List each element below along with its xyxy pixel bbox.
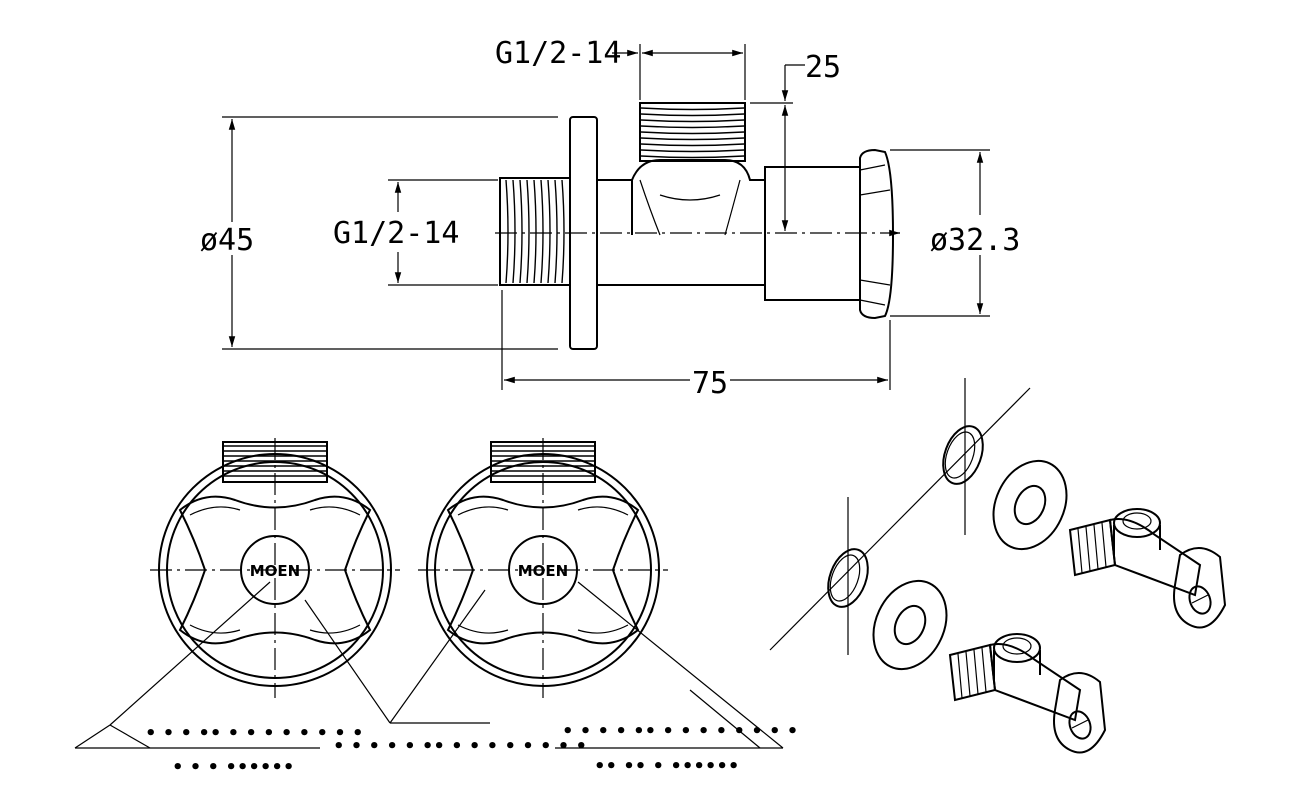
dim-overall-length: 75 — [692, 366, 728, 401]
front-view-right — [418, 438, 668, 698]
inlet-thread — [499, 177, 571, 286]
front-view-left — [150, 438, 400, 698]
dim-flange-diameter: ø45 — [200, 223, 254, 258]
dim-handle-diameter: ø32.3 — [930, 223, 1020, 258]
callout-right-3: •• •• • •••••• — [594, 756, 739, 777]
isometric-view — [769, 378, 1227, 754]
handle-logo-right: MOEN — [518, 562, 568, 580]
callout-left-2: • • • •••••• — [172, 757, 294, 778]
callout-right-2: • • • • • •• • • • • • • • • — [333, 736, 587, 757]
dim-outlet-height: 25 — [805, 50, 841, 85]
iso-valve-upper — [1068, 508, 1227, 629]
dim-outlet-thread: G1/2-14 — [495, 36, 621, 71]
handle-logo-left: MOEN — [250, 562, 300, 580]
outlet-thread — [639, 102, 746, 162]
callout-left-1: • • • •• • • • • • • • • — [145, 723, 364, 744]
side-view: ø45 G1/2-14 G1/2-14 25 ø32.3 75 — [200, 36, 1020, 401]
iso-washer-lower — [872, 579, 948, 671]
iso-washer-upper — [992, 459, 1068, 551]
dim-inlet-thread: G1/2-14 — [333, 216, 459, 251]
callout-right-1: • • • • •• • • • • • • • • — [562, 721, 798, 742]
leader-lines — [74, 581, 784, 749]
iso-valve-lower — [948, 633, 1107, 754]
handle-side — [859, 148, 895, 320]
